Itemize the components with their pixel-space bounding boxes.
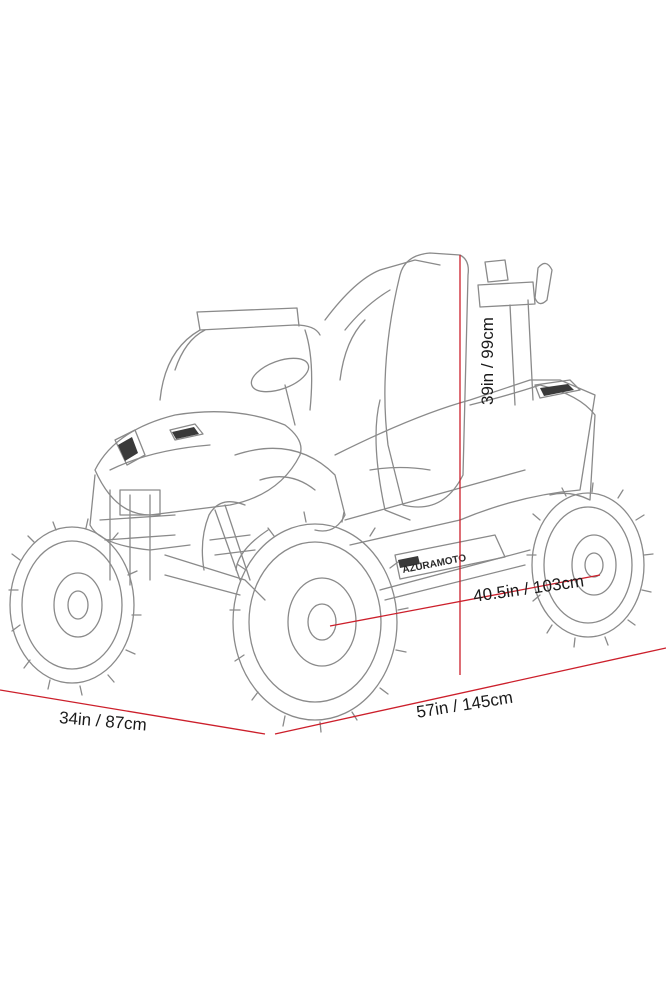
rear-right-wheel bbox=[526, 482, 654, 648]
front-left-wheel bbox=[8, 518, 142, 696]
width-dimension-line bbox=[0, 689, 266, 735]
wheelbase-dimension-line bbox=[329, 574, 601, 627]
roll-cage bbox=[159, 259, 553, 411]
seat bbox=[369, 252, 469, 521]
rear-left-wheel bbox=[201, 501, 269, 571]
front-right-wheel bbox=[229, 511, 409, 733]
steering-wheel bbox=[250, 357, 310, 426]
height-label: 39in / 99cm bbox=[478, 317, 497, 405]
decal-brand-text: AZURAMOTO bbox=[401, 553, 467, 576]
decal-accents bbox=[118, 384, 574, 568]
vehicle-body bbox=[89, 379, 596, 601]
length-dimension-line bbox=[274, 647, 666, 735]
